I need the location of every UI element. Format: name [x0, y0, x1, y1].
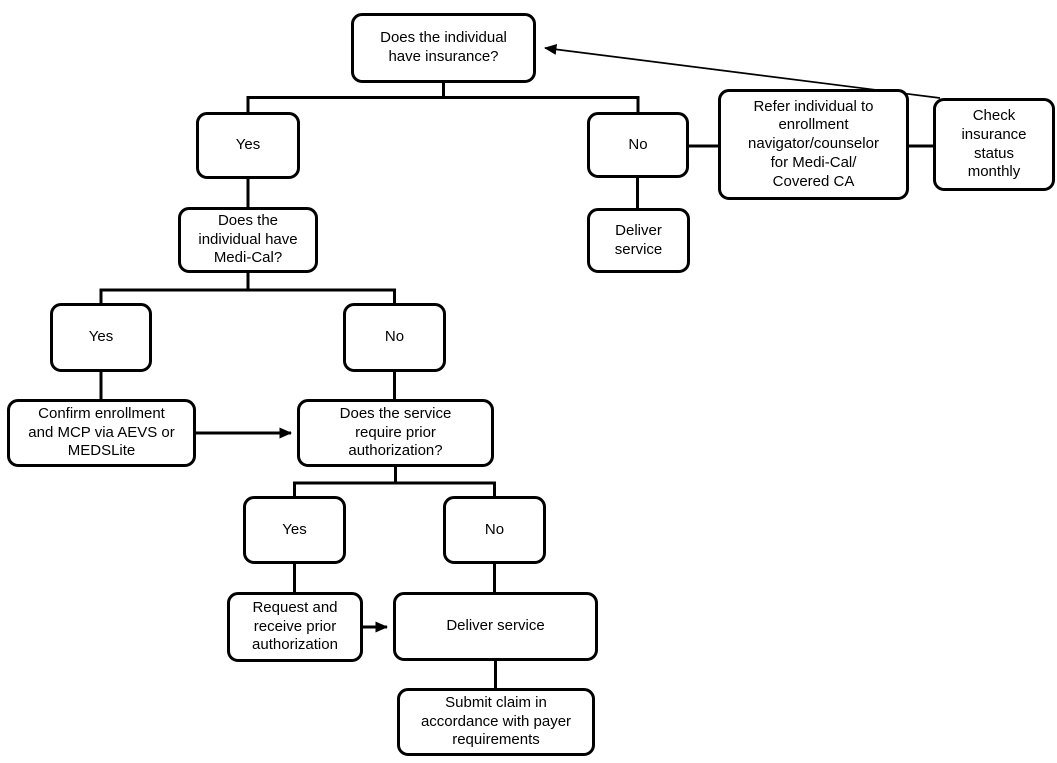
node-label: Does the service require prior authoriza…	[339, 404, 452, 460]
node-request-authorization: Request and receive prior authorization	[227, 592, 363, 662]
connector-insurance-branch	[246, 82, 640, 113]
node-check-insurance-monthly: Check insurance status monthly	[933, 98, 1055, 191]
node-label: Deliver service	[446, 617, 545, 635]
node-deliver-service-no-insurance: Deliver service	[587, 208, 690, 273]
node-medical-yes: Yes	[50, 303, 152, 372]
connector-medical-branch	[99, 272, 396, 304]
node-label: Check insurance status monthly	[961, 107, 1027, 181]
node-label: No	[484, 520, 505, 538]
node-label: Request and receive prior authorization	[252, 598, 338, 654]
node-medical-question: Does the individual have Medi-Cal?	[178, 207, 318, 273]
node-insurance-yes: Yes	[196, 112, 300, 179]
node-label: Yes	[235, 136, 261, 154]
node-confirm-enrollment: Confirm enrollment and MCP via AEVS or M…	[7, 399, 196, 467]
node-prior-auth-yes: Yes	[243, 496, 346, 564]
node-label: Refer individual to enrollment navigator…	[748, 97, 879, 190]
node-submit-claim: Submit claim in accordance with payer re…	[397, 688, 595, 756]
node-label: No	[628, 135, 648, 153]
node-refer-navigator: Refer individual to enrollment navigator…	[718, 89, 909, 200]
node-label: Does the individual have insurance?	[380, 29, 507, 65]
node-medical-no: No	[343, 303, 446, 372]
node-prior-auth-no: No	[443, 496, 546, 564]
connector-prior-auth-branch	[293, 466, 496, 497]
node-insurance-no: No	[587, 112, 689, 178]
node-insurance-question: Does the individual have insurance?	[351, 13, 536, 83]
node-label: Yes	[282, 520, 307, 538]
node-label: Does the individual have Medi-Cal?	[198, 211, 298, 267]
node-label: Confirm enrollment and MCP via AEVS or M…	[28, 404, 175, 460]
node-prior-auth-question: Does the service require prior authoriza…	[297, 399, 494, 467]
node-deliver-service-main: Deliver service	[393, 592, 598, 661]
node-label: No	[384, 328, 405, 346]
node-label: Yes	[88, 328, 114, 346]
node-label: Submit claim in accordance with payer re…	[420, 693, 572, 749]
node-label: Deliver service	[614, 221, 663, 258]
